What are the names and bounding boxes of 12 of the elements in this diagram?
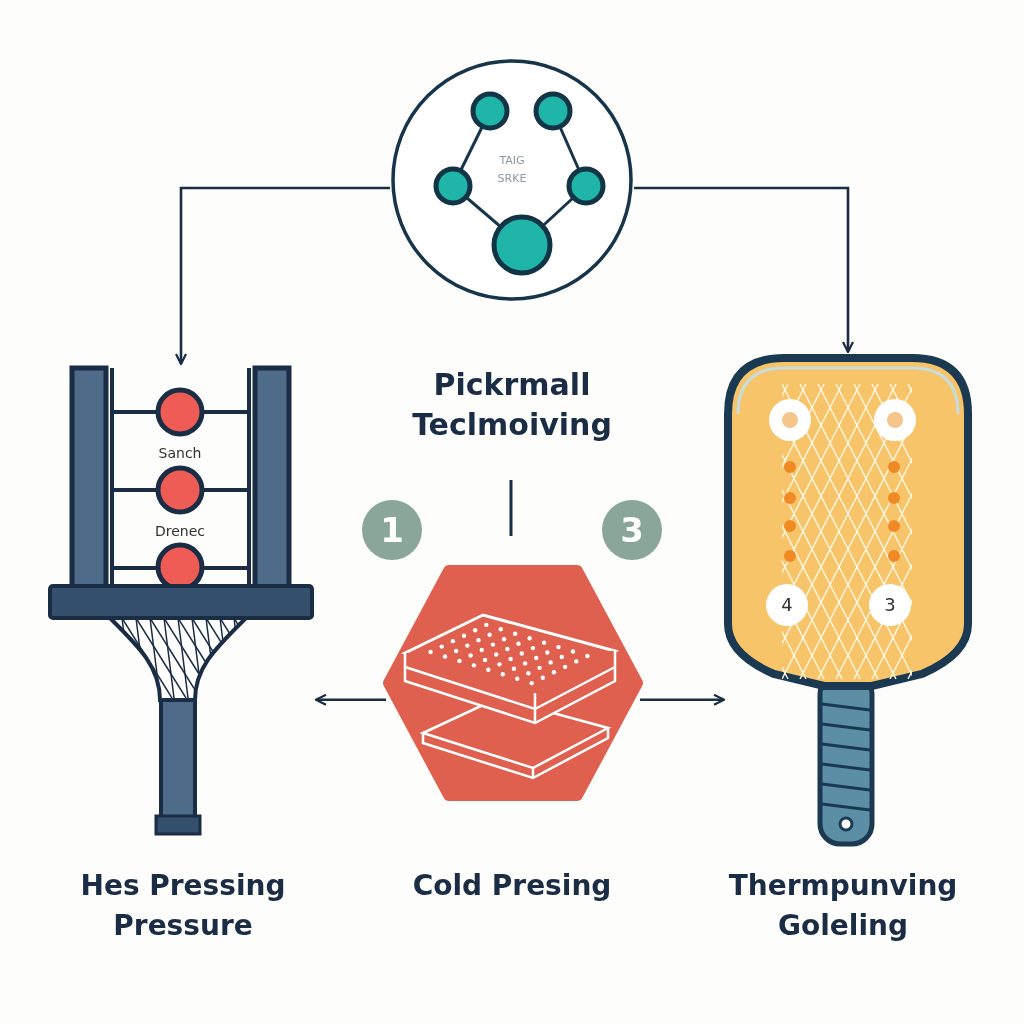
step-caption: Cold Presing	[411, 868, 613, 904]
callout-number: 1	[362, 500, 422, 560]
center-heading: Pickrmall Teclmoiving	[411, 366, 613, 444]
arrow	[174, 186, 390, 366]
network-circle	[390, 58, 634, 302]
step-caption: Hes Pressing Pressure	[79, 868, 287, 944]
arrow	[634, 186, 855, 354]
step-caption: Thermpunving Goleling	[727, 868, 959, 944]
arrow	[314, 693, 386, 706]
arrow	[640, 693, 726, 706]
network-label: TAIG SRKE	[496, 153, 528, 187]
callout-number: 3	[602, 500, 662, 560]
